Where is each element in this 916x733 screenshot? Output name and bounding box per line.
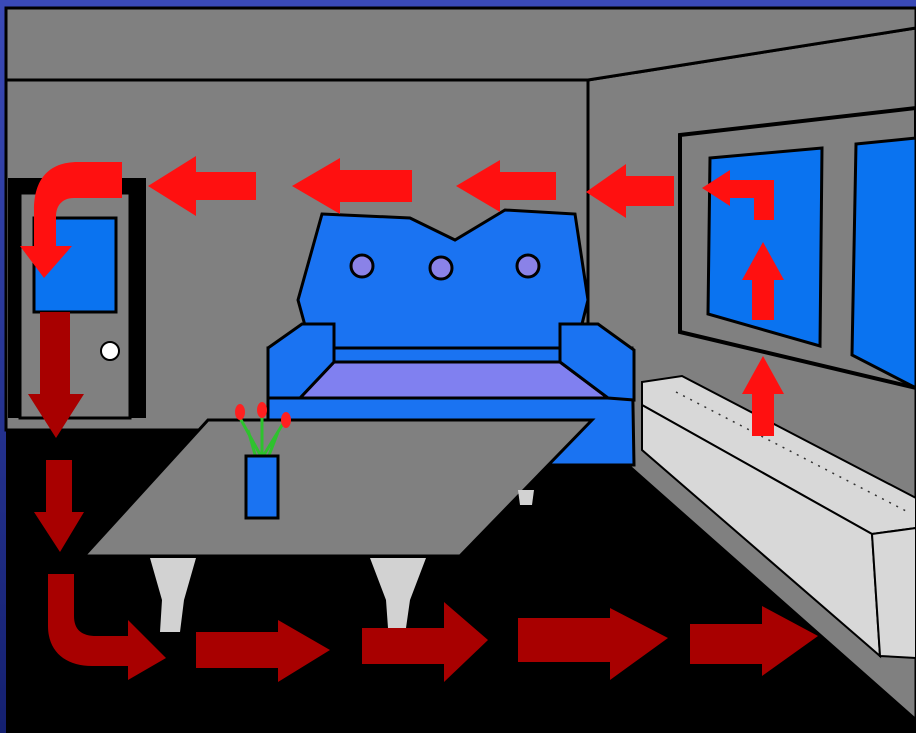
sofa-arm-left	[266, 322, 336, 400]
sofa-arm-right	[558, 322, 636, 402]
rising-air-arrow	[742, 356, 784, 436]
table-leg-back	[518, 490, 534, 505]
floor-air-arrow	[518, 608, 668, 680]
vase	[244, 454, 280, 520]
window-pane-right	[850, 136, 916, 390]
flower-bud	[235, 404, 245, 420]
ceiling	[4, 6, 916, 82]
flower-vase	[235, 402, 291, 520]
floor-air-arrow	[690, 606, 818, 676]
table-leg-right	[370, 558, 426, 628]
radiator-vent-line	[675, 391, 909, 513]
rising-air-arrow	[742, 242, 784, 320]
door-knob	[100, 341, 120, 361]
ceiling-air-arrow	[148, 156, 256, 216]
descending-air-arrow	[28, 312, 84, 438]
radiator-side	[870, 526, 916, 660]
floor-air-arrow	[362, 602, 488, 682]
flower-bud	[281, 412, 291, 428]
table-leg-left	[150, 558, 196, 632]
table-top	[80, 418, 596, 558]
descending-air-arrow	[34, 460, 84, 552]
floor-air-arrow	[196, 620, 330, 682]
ceiling-air-arrow	[456, 160, 556, 212]
flower-bud	[257, 402, 267, 418]
ceiling-air-arrow	[586, 164, 674, 218]
turning-air-arrow	[702, 170, 774, 220]
sofa-button	[515, 253, 541, 279]
flower-stems	[238, 414, 286, 459]
coffee-table	[80, 418, 596, 632]
corner-air-arrow	[20, 162, 122, 278]
sofa-button	[349, 253, 375, 279]
sofa-seat	[296, 360, 613, 400]
sofa-button	[428, 255, 454, 281]
floor-corner-arrow	[48, 574, 166, 680]
ceiling-air-arrow	[292, 158, 412, 214]
